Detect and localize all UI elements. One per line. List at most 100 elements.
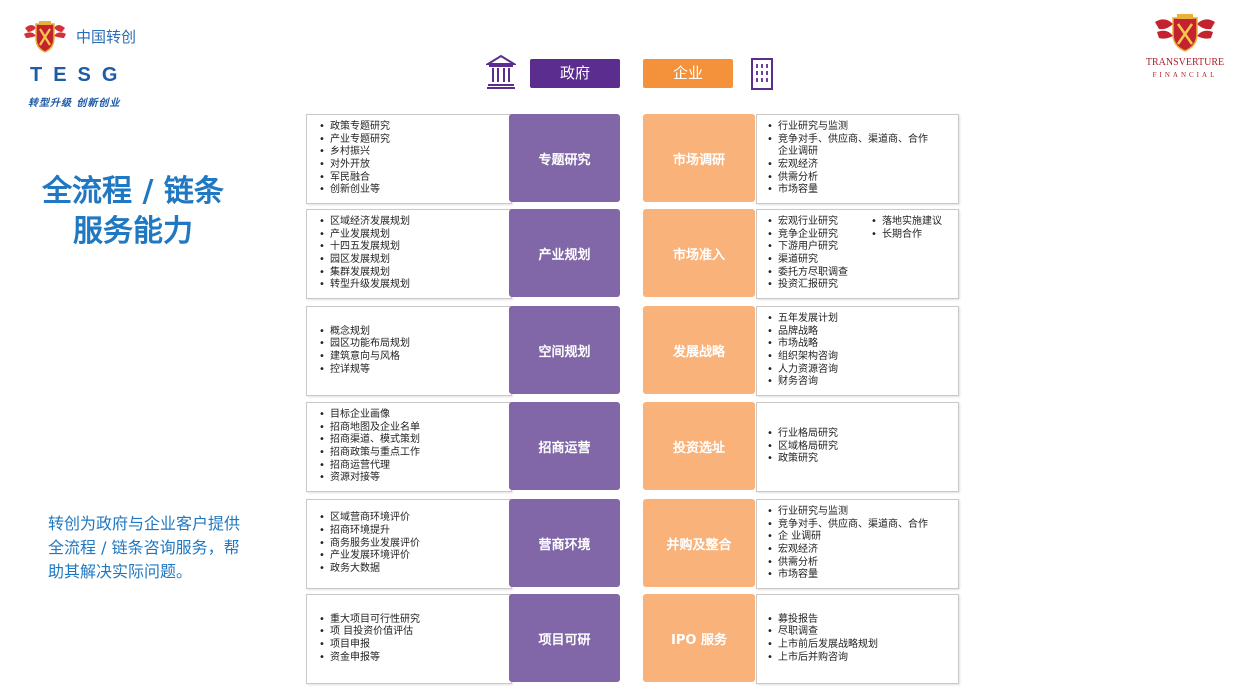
list-item: 重大项目可行性研究 [317, 614, 420, 627]
list-item: 品牌战略 [765, 326, 838, 339]
bullet-list: 五年发展计划品牌战略市场战略组织架构咨询人力资源咨询财务咨询 [765, 313, 838, 389]
gov-service-box: 目标企业画像招商地图及企业名单招商渠道、模式策划招商政策与重点工作招商运营代理资… [306, 402, 512, 492]
crest-icon [1155, 14, 1215, 52]
list-item: 产业发展环境评价 [317, 550, 420, 563]
gov-service-box: 区域经济发展规划产业发展规划十四五发展规划园区发展规划集群发展规划转型升级发展规… [306, 209, 512, 299]
list-item: 下游用户研究 [765, 241, 848, 254]
list-item: 概念规划 [317, 326, 410, 339]
tesg-logo: 中国转创 TESG 转型升级 创新创业 [22, 20, 152, 109]
biz-service-card: 市场准入 [643, 209, 755, 297]
list-item: 区域格局研究 [765, 441, 838, 454]
biz-service-box: 宏观行业研究竞争企业研究下游用户研究渠道研究委托方尽职调查投资汇报研究落地实施建… [756, 209, 959, 299]
list-item: 园区功能布局规划 [317, 338, 410, 351]
bullet-list: 行业格局研究区域格局研究政策研究 [765, 428, 838, 466]
government-label: 政府 [530, 59, 620, 88]
biz-service-box: 行业研究与监测竞争对手、供应商、渠道商、合作企 业调研宏观经济供需分析市场容量 [756, 499, 959, 589]
list-item: 目标企业画像 [317, 409, 420, 422]
list-item: 产业发展规划 [317, 229, 410, 242]
bullet-list: 行业研究与监测竞争对手、供应商、渠道商、合作企业调研宏观经济供需分析市场容量 [765, 121, 928, 197]
gov-service-card: 空间规划 [509, 306, 620, 394]
list-item: 企业调研 [778, 146, 818, 158]
main-title-line-2: 服务能力 [73, 214, 193, 249]
enterprise-label: 企业 [643, 59, 733, 88]
list-item: 行业研究与监测 [765, 121, 928, 134]
gov-service-box: 政策专题研究产业专题研究乡村振兴对外开放军民融合创新创业等 [306, 114, 512, 204]
biz-service-card: 并购及整合 [643, 499, 755, 587]
list-item: 竞争对手、供应商、渠道商、合作 [765, 519, 928, 532]
list-item: 十四五发展规划 [317, 241, 410, 254]
list-item: 宏观行业研究 [765, 216, 848, 229]
government-building-icon [486, 54, 516, 89]
list-item: 政策专题研究 [317, 121, 390, 134]
list-item: 乡村振兴 [317, 146, 390, 159]
list-item: 资源对接等 [317, 472, 420, 485]
list-item: 竞争企业研究 [765, 229, 848, 242]
gov-service-card: 营商环境 [509, 499, 620, 587]
list-item: 供需分析 [765, 557, 928, 570]
logo-en-name: TESG [30, 64, 129, 86]
list-item: 项 目投资价值评估 [317, 626, 420, 639]
gov-service-card: 项目可研 [509, 594, 620, 682]
bullet-list: 概念规划园区功能布局规划建筑意向与风格控详规等 [317, 326, 410, 377]
list-item: 宏观经济 [765, 159, 928, 172]
list-item: 市场容量 [765, 569, 928, 582]
biz-service-box: 募投报告尽职调查上市前后发展战略规划上市后并购咨询 [756, 594, 959, 684]
bullet-list: 区域营商环境评价招商环境提升商务服务业发展评价产业发展环境评价政务大数据 [317, 512, 420, 576]
list-item: 供需分析 [765, 172, 928, 185]
list-item: 委托方尽职调查 [765, 267, 848, 280]
list-item: 控详规等 [317, 364, 410, 377]
office-building-icon [751, 58, 773, 90]
bullet-list: 宏观行业研究竞争企业研究下游用户研究渠道研究委托方尽职调查投资汇报研究 [765, 216, 848, 292]
list-item: 人力资源咨询 [765, 364, 838, 377]
list-item: 落地实施建议 [869, 216, 942, 229]
bullet-list: 区域经济发展规划产业发展规划十四五发展规划园区发展规划集群发展规划转型升级发展规… [317, 216, 410, 292]
biz-service-box: 行业研究与监测竞争对手、供应商、渠道商、合作企业调研宏观经济供需分析市场容量 [756, 114, 959, 204]
list-item: 园区发展规划 [317, 254, 410, 267]
list-item: 招商运营代理 [317, 460, 420, 473]
biz-service-box: 行业格局研究区域格局研究政策研究 [756, 402, 959, 492]
biz-service-card: 发展战略 [643, 306, 755, 394]
list-item: 政策研究 [765, 453, 838, 466]
list-item: 军民融合 [317, 172, 390, 185]
list-item: 市场容量 [765, 184, 928, 197]
list-item: 渠道研究 [765, 254, 848, 267]
list-item: 募投报告 [765, 614, 878, 627]
crest-icon [24, 21, 66, 53]
bullet-list: 目标企业画像招商地图及企业名单招商渠道、模式策划招商政策与重点工作招商运营代理资… [317, 409, 420, 485]
list-item: 招商地图及企业名单 [317, 422, 420, 435]
list-item: 资金申报等 [317, 652, 420, 665]
list-item: 行业格局研究 [765, 428, 838, 441]
list-item: 企 业调研 [765, 531, 928, 544]
logo-cn-name: 中国转创 [76, 28, 137, 46]
list-item: 宏观经济 [765, 544, 928, 557]
list-item: 投资汇报研究 [765, 279, 848, 292]
list-item: 竞争对手、供应商、渠道商、合作 [765, 134, 928, 147]
logo-slogan: 转型升级 创新创业 [28, 98, 121, 109]
bullet-list: 落地实施建议长期合作 [869, 216, 942, 241]
bullet-list: 行业研究与监测竞争对手、供应商、渠道商、合作企 业调研宏观经济供需分析市场容量 [765, 506, 928, 582]
list-item: 行业研究与监测 [765, 506, 928, 519]
biz-service-card: 市场调研 [643, 114, 755, 202]
gov-service-card: 专题研究 [509, 114, 620, 202]
list-item: 招商渠道、模式策划 [317, 434, 420, 447]
list-item: 招商政策与重点工作 [317, 447, 420, 460]
list-item: 产业专题研究 [317, 134, 390, 147]
list-item: 财务咨询 [765, 376, 838, 389]
list-item: 政务大数据 [317, 563, 420, 576]
list-item: 上市后并购咨询 [765, 652, 878, 665]
description: 转创为政府与企业客户提供全流程 / 链条咨询服务，帮助其解决实际问题。 [48, 514, 241, 581]
list-item: 项目申报 [317, 639, 420, 652]
gov-service-box: 区域营商环境评价招商环境提升商务服务业发展评价产业发展环境评价政务大数据 [306, 499, 512, 589]
list-item: 尽职调查 [765, 626, 878, 639]
list-item: 招商环境提升 [317, 525, 420, 538]
list-item: 组织架构咨询 [765, 351, 838, 364]
gov-service-box: 重大项目可行性研究项 目投资价值评估项目申报资金申报等 [306, 594, 512, 684]
logo-subname: FINANCIAL [1152, 71, 1218, 79]
bullet-list: 募投报告尽职调查上市前后发展战略规划上市后并购咨询 [765, 614, 878, 665]
list-item: 区域营商环境评价 [317, 512, 420, 525]
list-item: 商务服务业发展评价 [317, 538, 420, 551]
list-item: 五年发展计划 [765, 313, 838, 326]
gov-service-card: 产业规划 [509, 209, 620, 297]
logo-name: TRANSVERTURE [1145, 57, 1225, 68]
bullet-list: 重大项目可行性研究项 目投资价值评估项目申报资金申报等 [317, 614, 420, 665]
